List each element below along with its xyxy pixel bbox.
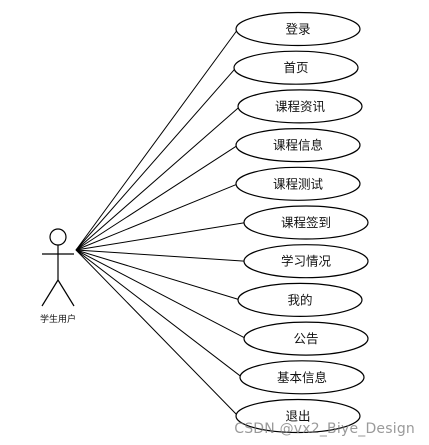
use-case-ellipse [235, 398, 361, 434]
actor-left-leg [41, 279, 59, 307]
use-case-study-status: 学习情况 [243, 244, 369, 279]
association-logout [75, 249, 239, 417]
watermark: CSDN @vx2_Biye_Design [234, 421, 415, 437]
use-case-mine: 我的 [237, 282, 363, 317]
actor-head [49, 228, 67, 246]
use-case-label: 课程签到 [281, 215, 331, 230]
association-login [75, 28, 239, 251]
use-case-label: 基本信息 [277, 370, 327, 385]
use-case-course-test: 课程测试 [235, 166, 361, 201]
use-case-ellipse [243, 205, 369, 240]
use-case-ellipse [235, 128, 361, 163]
association-course-checkin [75, 222, 247, 251]
use-case-label: 退出 [285, 409, 310, 424]
association-lines [75, 28, 247, 417]
use-case-ellipse [237, 282, 363, 317]
actor-student-user: 学生用户 [40, 228, 76, 325]
use-case-label: 首页 [283, 60, 308, 75]
use-case-label: 学习情况 [281, 254, 332, 269]
use-case-ellipse [243, 244, 369, 279]
use-case-ellipse [233, 50, 359, 85]
association-mine [75, 249, 241, 301]
association-notice [75, 249, 247, 340]
use-case-label: 课程测试 [273, 176, 324, 191]
use-case-ellipse [235, 166, 361, 201]
use-case-home: 首页 [233, 50, 359, 85]
use-case-ellipse [235, 11, 361, 47]
association-basic-info [75, 249, 243, 378]
use-case-logout: 退出 [235, 398, 361, 434]
use-case-label: 课程资讯 [275, 99, 326, 114]
use-case-ellipse [243, 321, 369, 356]
association-study-status [75, 249, 247, 262]
use-case-notice: 公告 [243, 321, 369, 356]
actor-right-leg [57, 279, 75, 307]
use-case-basic-info: 基本信息 [239, 360, 365, 395]
use-case-label: 登录 [285, 22, 310, 37]
use-case-label: 公告 [293, 331, 318, 346]
association-course-test [75, 183, 239, 251]
association-course-news [75, 106, 241, 251]
use-case-course-info: 课程信息 [235, 128, 361, 163]
association-course-info [75, 144, 239, 251]
use-case-ellipse [237, 89, 363, 124]
use-case-ellipse [239, 360, 365, 395]
use-case-login: 登录 [235, 11, 361, 47]
actor-label: 学生用户 [40, 313, 76, 325]
use-case-label: 课程信息 [273, 138, 323, 153]
use-case-label: 我的 [287, 292, 312, 307]
association-home [75, 67, 237, 251]
use-case-course-news: 课程资讯 [237, 89, 363, 124]
use-case-course-checkin: 课程签到 [243, 205, 369, 240]
